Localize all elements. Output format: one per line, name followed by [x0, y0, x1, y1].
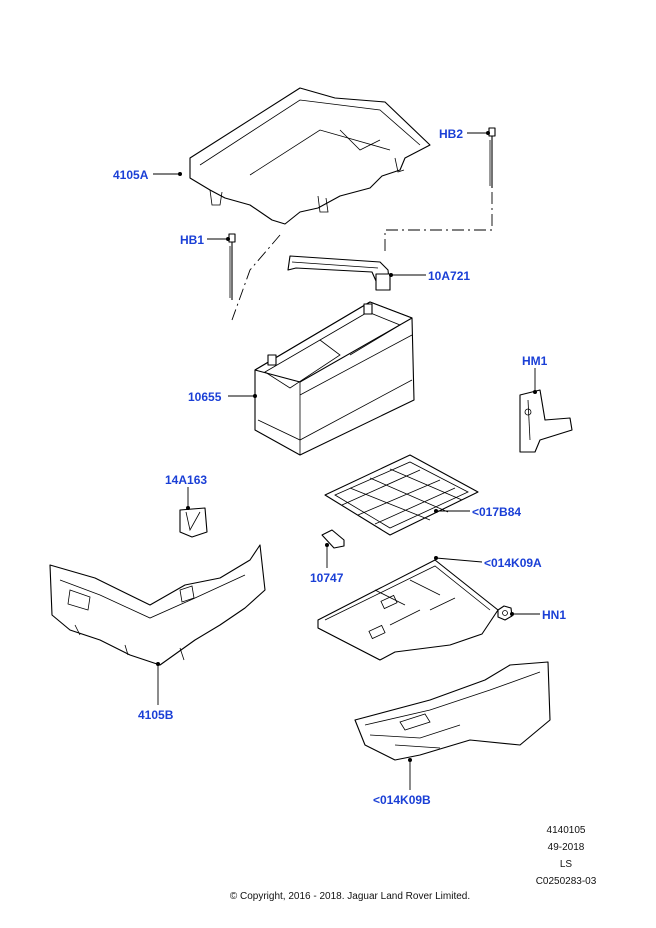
leader-dot-14a163 — [186, 506, 190, 510]
clip-10747-part[interactable] — [321, 529, 345, 549]
date-code: 49-2018 — [547, 842, 585, 853]
alignment-line-hb2 — [384, 192, 493, 255]
leader-dot-014k09b — [408, 758, 412, 762]
leader-014k09a — [435, 557, 483, 563]
bolt-hb1-part[interactable] — [228, 233, 236, 300]
callout-hm1[interactable]: HM1 — [522, 354, 548, 368]
callout-14a163[interactable]: 14A163 — [165, 473, 207, 487]
leader-dot-017b84 — [434, 509, 438, 513]
leader-dot-hb2 — [486, 131, 490, 135]
bracket-hm1-part[interactable] — [519, 389, 573, 453]
leader-dot-hm1 — [533, 390, 537, 394]
callout-014k09a[interactable]: <014K09A — [484, 556, 542, 570]
leader-dot-10747 — [325, 543, 329, 547]
battery-tray-part[interactable] — [317, 559, 499, 661]
leader-dot-4105a — [178, 172, 182, 176]
nut-hn1-part[interactable] — [497, 605, 513, 621]
callout-017b84[interactable]: <017B84 — [472, 505, 521, 519]
callout-hb1[interactable]: HB1 — [180, 233, 204, 247]
clip-14a163-part[interactable] — [179, 507, 208, 538]
callout-hb2[interactable]: HB2 — [439, 127, 463, 141]
callout-10747[interactable]: 10747 — [310, 571, 344, 585]
leader-dot-10655 — [253, 394, 257, 398]
leader-dot-4105b — [156, 662, 160, 666]
copyright-notice: © Copyright, 2016 - 2018. Jaguar Land Ro… — [229, 891, 471, 902]
callout-10655[interactable]: 10655 — [188, 390, 222, 404]
leader-dot-hn1 — [510, 612, 514, 616]
lower-battery-tray-part[interactable] — [354, 661, 551, 761]
leader-dot-hb1 — [226, 237, 230, 241]
callout-hn1[interactable]: HN1 — [542, 608, 566, 622]
region-code: LS — [559, 859, 573, 870]
callout-4105b[interactable]: 4105B — [138, 708, 174, 722]
leader-dot-014k09a — [434, 556, 438, 560]
battery-top-cover-part[interactable] — [189, 87, 431, 225]
drawing-code: C0250283-03 — [535, 876, 597, 887]
callout-4105a[interactable]: 4105A — [113, 168, 149, 182]
bolt-hb2-part[interactable] — [488, 127, 496, 188]
leader-dot-10a721 — [389, 273, 393, 277]
callout-10a721[interactable]: 10A721 — [428, 269, 470, 283]
alignment-line-hb1 — [231, 234, 281, 321]
drawing-metadata-block: 4140105 49-2018 LS C0250283-03 — [526, 822, 606, 890]
reference-number: 4140105 — [546, 825, 586, 836]
battery-clamp-part[interactable] — [287, 255, 391, 291]
callout-014k09b[interactable]: <014K09B — [373, 793, 431, 807]
battery-tray-mat-part[interactable] — [324, 454, 479, 536]
battery-part[interactable] — [254, 301, 415, 456]
battery-side-cover-part[interactable] — [49, 544, 266, 666]
